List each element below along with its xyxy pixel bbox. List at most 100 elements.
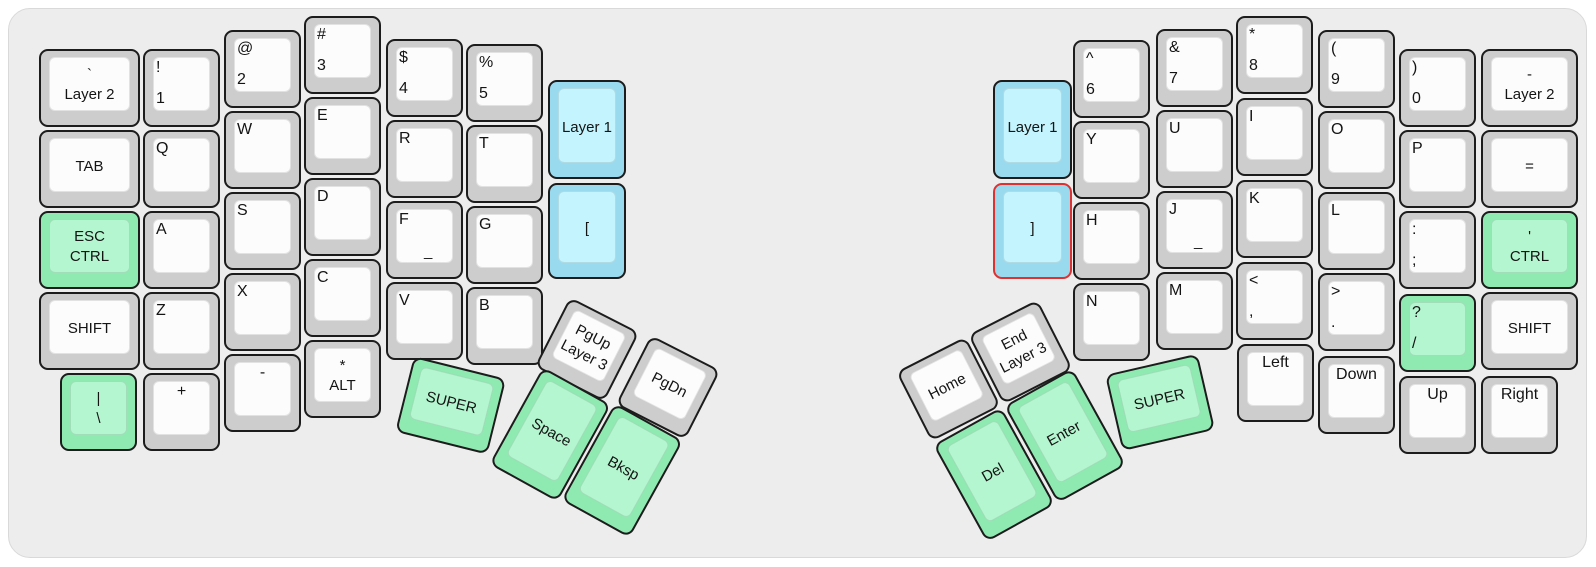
key-amp-7[interactable]: &7 <box>1156 29 1233 107</box>
key-label: # <box>317 26 326 43</box>
key-shift-right[interactable]: SHIFT <box>1481 292 1578 370</box>
key-c[interactable]: C <box>304 259 381 337</box>
keycap-face <box>1491 57 1568 111</box>
key-label: N <box>1086 293 1098 310</box>
key-e[interactable]: E <box>304 97 381 175</box>
key-equals[interactable]: = <box>1481 130 1578 208</box>
key-label: 1 <box>156 89 165 107</box>
key-pipe-backslash[interactable]: |\ <box>60 373 137 451</box>
keycap-face <box>234 281 291 335</box>
keycap-face <box>1166 280 1223 334</box>
key-label: & <box>1169 39 1180 56</box>
key-h[interactable]: H <box>1073 202 1150 280</box>
key-label: C <box>317 269 329 286</box>
key-minus-layer2[interactable]: -Layer 2 <box>1481 49 1578 127</box>
key-label: X <box>237 283 248 300</box>
key-super-right[interactable]: SUPER <box>1105 353 1216 452</box>
key-l[interactable]: L <box>1318 192 1395 270</box>
key-label: = <box>1525 157 1534 175</box>
key-label: / <box>1412 334 1417 352</box>
key-layer1-left[interactable]: Layer 1 <box>548 80 626 179</box>
key-paren-0[interactable]: )0 <box>1399 49 1476 127</box>
key-left-bracket[interactable]: [ <box>548 183 626 279</box>
key-minus-left[interactable]: - <box>224 354 301 432</box>
key-q[interactable]: Q <box>143 130 220 208</box>
keycap-face <box>476 52 533 106</box>
key-shift-left[interactable]: SHIFT <box>39 292 140 370</box>
key-caret-6[interactable]: ^6 <box>1073 40 1150 118</box>
key-question-slash[interactable]: ?/ <box>1399 294 1476 372</box>
key-b[interactable]: B <box>466 287 543 365</box>
key-arrow-left[interactable]: Left <box>1237 344 1314 422</box>
keycap-face <box>1247 352 1304 406</box>
key-p[interactable]: P <box>1399 130 1476 208</box>
key-right-bracket[interactable]: ] <box>993 183 1072 279</box>
key-hash-3[interactable]: #3 <box>304 16 381 94</box>
key-g[interactable]: G <box>466 206 543 284</box>
key-i[interactable]: I <box>1236 98 1313 176</box>
key-layer1-right[interactable]: Layer 1 <box>993 80 1072 179</box>
key-label: Right <box>1500 386 1539 403</box>
key-arrow-right[interactable]: Right <box>1481 376 1558 454</box>
key-z[interactable]: Z <box>143 292 220 370</box>
key-d[interactable]: D <box>304 178 381 256</box>
key-label: @ <box>237 40 254 57</box>
keycap-face <box>234 119 291 173</box>
key-x[interactable]: X <box>224 273 301 351</box>
keycap-face <box>1328 281 1385 335</box>
key-arrow-down[interactable]: Down <box>1318 356 1395 434</box>
key-lt-comma[interactable]: <, <box>1236 262 1313 340</box>
key-label: $ <box>399 49 408 66</box>
key-j-homing[interactable]: J_ <box>1156 191 1233 269</box>
key-label: A <box>156 221 167 238</box>
key-s[interactable]: S <box>224 192 301 270</box>
key-layer2-left[interactable]: `Layer 2 <box>39 49 140 127</box>
key-gt-period[interactable]: >. <box>1318 273 1395 351</box>
keycap-face <box>1003 88 1062 163</box>
key-dollar-4[interactable]: $4 <box>386 39 463 117</box>
key-at-2[interactable]: @2 <box>224 30 301 108</box>
key-asterisk-alt[interactable]: *ALT <box>304 340 381 418</box>
key-colon-semicolon[interactable]: :; <box>1399 211 1476 289</box>
key-plus[interactable]: + <box>143 373 220 451</box>
key-percent-5[interactable]: %5 <box>466 44 543 122</box>
key-t[interactable]: T <box>466 125 543 203</box>
key-w[interactable]: W <box>224 111 301 189</box>
keycap-face <box>1166 118 1223 172</box>
key-quote-ctrl[interactable]: 'CTRL <box>1481 211 1578 289</box>
key-label: Up <box>1427 386 1448 403</box>
keycap-face <box>314 348 371 402</box>
key-super-left[interactable]: SUPER <box>395 356 507 455</box>
key-u[interactable]: U <box>1156 110 1233 188</box>
key-y[interactable]: Y <box>1073 121 1150 199</box>
key-v[interactable]: V <box>386 282 463 360</box>
key-f-homing[interactable]: F_ <box>386 201 463 279</box>
key-label: K <box>1249 190 1260 207</box>
key-exclam-1[interactable]: !1 <box>143 49 220 127</box>
key-n[interactable]: N <box>1073 283 1150 361</box>
key-label: SHIFT <box>1507 319 1552 337</box>
key-k[interactable]: K <box>1236 180 1313 258</box>
key-tab[interactable]: TAB <box>39 130 140 208</box>
keycap-face <box>1409 219 1466 273</box>
key-label: - <box>259 364 266 381</box>
key-label: S <box>237 202 248 219</box>
key-label: _ <box>423 243 433 260</box>
keycap-face <box>1328 38 1385 92</box>
key-label: % <box>479 54 494 71</box>
key-label: [ <box>584 219 590 237</box>
keycap-face <box>396 128 453 182</box>
key-arrow-up[interactable]: Up <box>1399 376 1476 454</box>
keycap-face <box>314 186 371 240</box>
key-label: ' <box>1528 228 1531 245</box>
key-m[interactable]: M <box>1156 272 1233 350</box>
key-label: ! <box>156 59 161 76</box>
key-r[interactable]: R <box>386 120 463 198</box>
keycap-face <box>49 138 130 192</box>
key-label: M <box>1169 282 1183 299</box>
key-a[interactable]: A <box>143 211 220 289</box>
key-paren-9[interactable]: (9 <box>1318 30 1395 108</box>
key-o[interactable]: O <box>1318 111 1395 189</box>
key-asterisk-8[interactable]: *8 <box>1236 16 1313 94</box>
